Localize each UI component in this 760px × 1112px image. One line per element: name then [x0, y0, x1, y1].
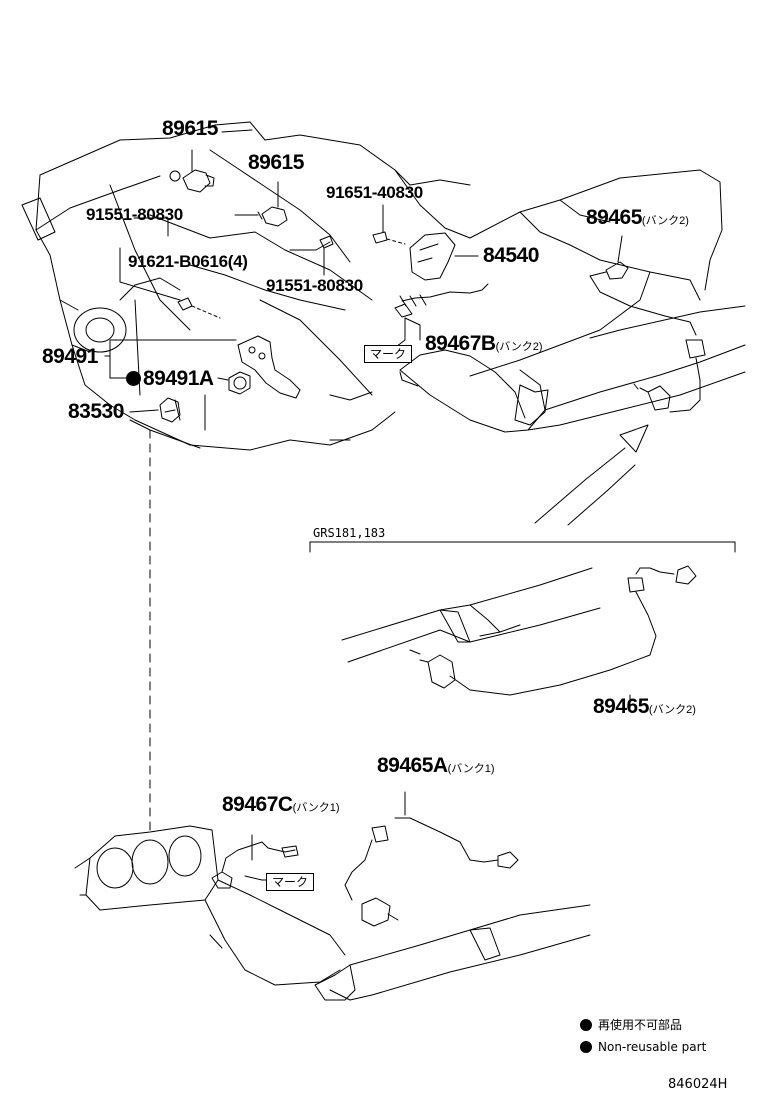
leader-lines-top [104, 129, 623, 441]
label-91651-40830: 91651-40830 [326, 183, 423, 202]
leader-lines-bottom [244, 694, 631, 881]
label-89467B-number: 89467B [425, 332, 496, 355]
mark-callout-bottom: マーク [266, 873, 315, 891]
bolt-91621 [177, 297, 221, 319]
label-89467C-bank: (バンク1) [292, 802, 340, 814]
oxygen-sensor-89467C [211, 834, 299, 889]
label-89465A: 89465A(バンク1) [377, 755, 495, 776]
label-89465-top: 89465(バンク2) [586, 207, 689, 228]
oxygen-sensor-89465-middle [419, 565, 697, 696]
oxygen-sensor-89465-upper [589, 261, 706, 413]
label-89465A-bank: (バンク1) [447, 763, 495, 775]
label-89465-top-bank: (バンク2) [641, 215, 689, 227]
legend-dot-icon [580, 1019, 592, 1031]
exhaust-manifold-illustration [74, 825, 591, 1001]
legend-jp-text: 再使用不可部品 [598, 1018, 683, 1032]
clamp-83530 [159, 397, 181, 423]
legend-jp: 再使用不可部品 [580, 1019, 682, 1031]
label-89491A: 89491A [126, 368, 214, 389]
engine-block-illustration [21, 121, 471, 451]
label-91551-80830-a: 91551-80830 [86, 205, 183, 224]
exhaust-pipe-upper-illustration [399, 169, 746, 433]
legend-en: Non-reusable part [580, 1041, 706, 1053]
label-89467C: 89467C(バンク1) [222, 794, 340, 815]
label-84540: 84540 [483, 244, 539, 267]
non-reusable-dot [126, 371, 141, 386]
mark-callout-top: マーク [364, 345, 413, 363]
label-89465-mid: 89465(バンク2) [593, 696, 696, 717]
label-89491: 89491 [42, 345, 98, 368]
exhaust-pipe-middle-illustration [341, 567, 601, 663]
sensor-89615-mid [257, 181, 288, 227]
legend-en-text: Non-reusable part [598, 1040, 707, 1054]
label-89465-mid-number: 89465 [593, 695, 649, 718]
label-89465A-number: 89465A [377, 754, 448, 777]
diagram-code: 846024H [668, 1077, 728, 1092]
bolt-91651 [372, 204, 406, 245]
label-89467B: 89467B(バンク2) [425, 333, 543, 354]
bracket-89491 [228, 335, 301, 399]
label-83530: 83530 [68, 400, 124, 423]
label-89615-mid: 89615 [248, 151, 304, 174]
legend-dot-icon [580, 1041, 592, 1053]
bolt-91551-lower [319, 235, 334, 276]
variant-bracket [309, 541, 736, 553]
label-89491A-number: 89491A [143, 367, 214, 390]
bracket-84540 [409, 232, 479, 281]
label-89465-mid-bank: (バンク2) [648, 704, 696, 716]
label-91551-80830-b: 91551-80830 [266, 276, 363, 295]
label-91621-b0616: 91621-B0616(4) [128, 252, 248, 271]
label-89615-top: 89615 [162, 117, 218, 140]
label-89467C-number: 89467C [222, 793, 293, 816]
arrow-callout [534, 424, 649, 526]
label-89465-top-number: 89465 [586, 206, 642, 229]
oxygen-sensor-89465A [344, 791, 519, 927]
variant-label: GRS181,183 [313, 526, 386, 540]
sensor-89615-upper [169, 149, 215, 193]
label-89467B-bank: (バンク2) [495, 341, 543, 353]
